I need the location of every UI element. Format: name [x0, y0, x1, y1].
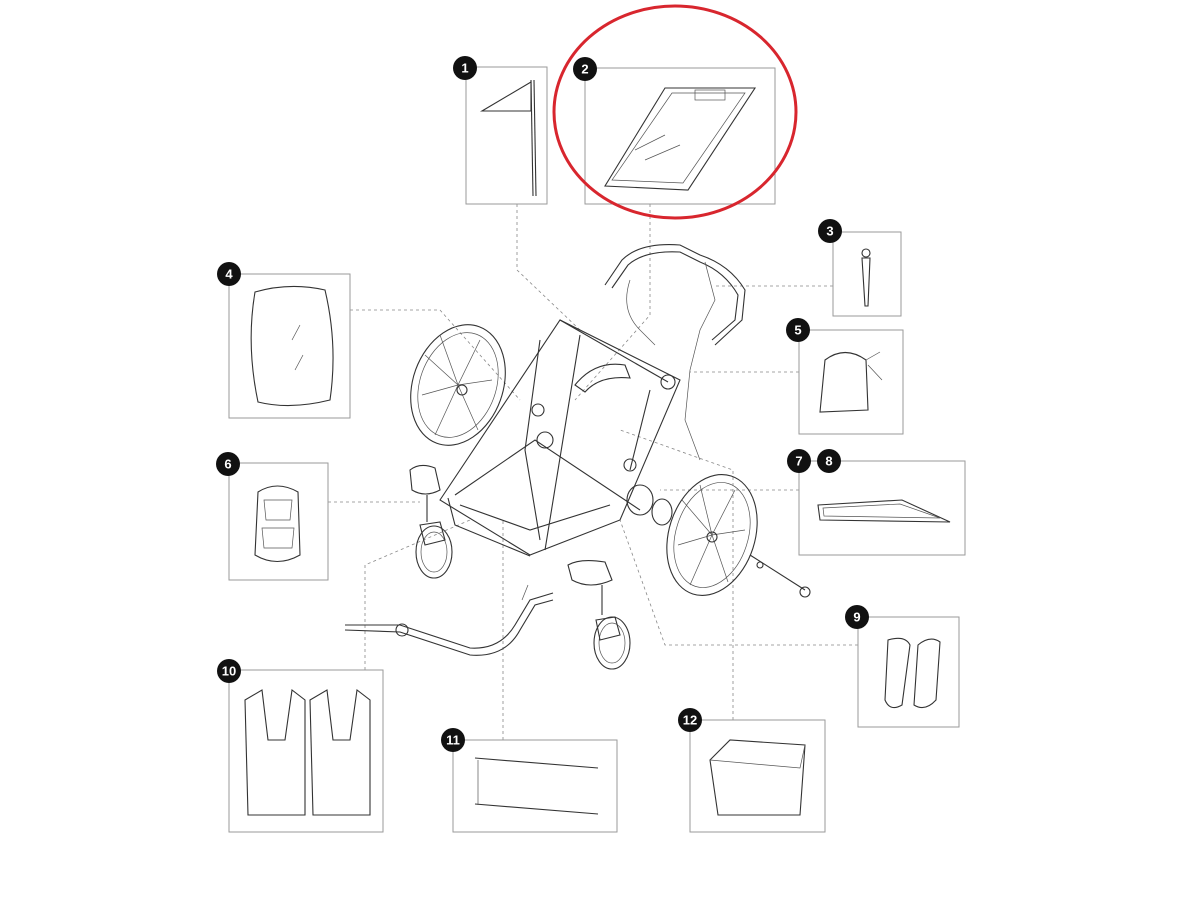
svg-text:11: 11 [446, 733, 460, 748]
badge-5: 5 [786, 318, 810, 342]
leader-lines [328, 204, 858, 740]
svg-text:1: 1 [461, 61, 468, 76]
badge-10: 10 [217, 659, 241, 683]
part-4-rain-cover[interactable] [228, 273, 351, 419]
svg-text:9: 9 [853, 610, 860, 625]
svg-text:6: 6 [224, 457, 231, 472]
svg-text:7: 7 [795, 454, 802, 469]
badge-8: 8 [817, 449, 841, 473]
part-2-cover[interactable] [584, 67, 776, 205]
badge-3: 3 [818, 219, 842, 243]
part-7-8-tray[interactable] [798, 460, 966, 556]
svg-text:10: 10 [222, 664, 236, 679]
badge-6: 6 [216, 452, 240, 476]
badge-4: 4 [217, 262, 241, 286]
highlight-circle [552, 4, 798, 220]
svg-text:12: 12 [683, 713, 697, 728]
part-badges: 1 2 3 4 5 6 7 8 9 10 11 12 [216, 56, 869, 752]
badge-7: 7 [787, 449, 811, 473]
part-9-side-pads[interactable] [857, 616, 960, 728]
part-5-storage-bag[interactable] [798, 329, 904, 435]
badge-12: 12 [678, 708, 702, 732]
part-1-safety-flag[interactable] [465, 66, 548, 205]
part-3-strap[interactable] [832, 231, 902, 317]
badge-9: 9 [845, 605, 869, 629]
stroller-exploded-view [344, 244, 811, 670]
svg-text:8: 8 [825, 454, 832, 469]
svg-text:4: 4 [225, 267, 233, 282]
svg-text:2: 2 [581, 62, 588, 77]
svg-text:3: 3 [826, 224, 833, 239]
badge-11: 11 [441, 728, 465, 752]
part-6-seat-pad[interactable] [228, 462, 329, 581]
part-11-crossbars[interactable] [452, 739, 618, 833]
part-10-seat[interactable] [228, 669, 384, 833]
svg-text:5: 5 [794, 323, 801, 338]
badge-2: 2 [573, 57, 597, 81]
badge-1: 1 [453, 56, 477, 80]
part-12-storage-basket[interactable] [689, 719, 826, 833]
